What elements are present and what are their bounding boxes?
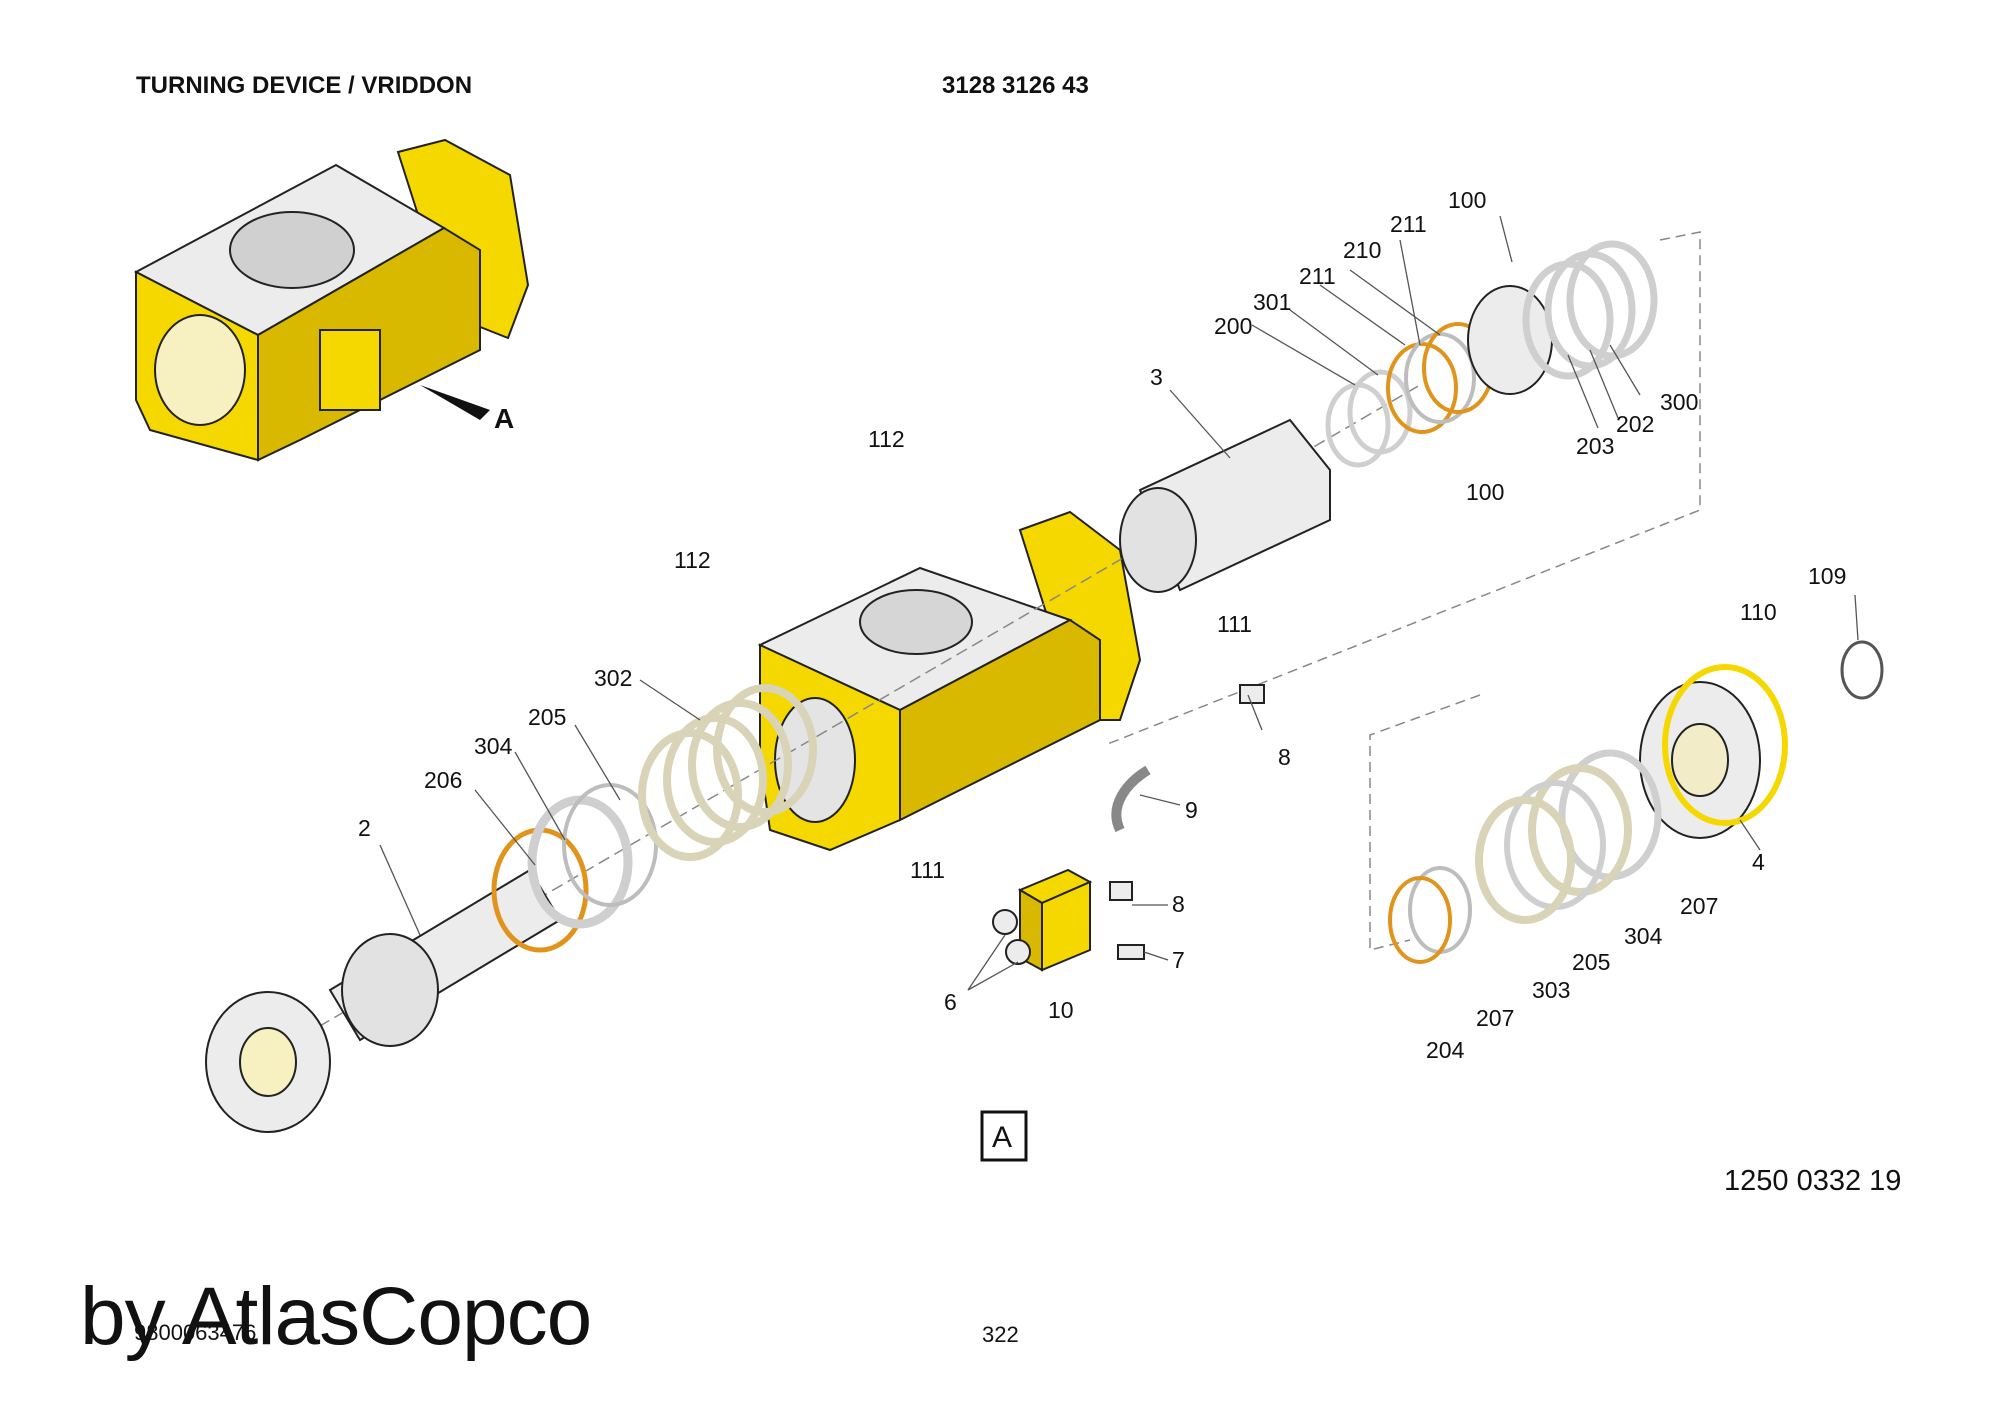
- drawing-reference: 1250 0332 19: [1724, 1165, 1902, 1197]
- callout-label: 206: [424, 767, 462, 793]
- callout-label: 110: [1740, 599, 1777, 625]
- ring-300: [1566, 240, 1658, 360]
- callout-label: 8: [1172, 891, 1185, 917]
- callout-label: 111: [910, 857, 945, 883]
- overview-assembly: A: [133, 138, 530, 462]
- ring-302: [688, 699, 792, 831]
- callout-label: 111: [1217, 611, 1252, 637]
- ring-211: [1386, 342, 1458, 434]
- housing-side-face: [899, 618, 1101, 822]
- callout-label: 10: [1048, 997, 1074, 1023]
- dashed-leader-right: [1369, 694, 1481, 951]
- callout-label: 211: [1299, 263, 1336, 289]
- callout-label: 303: [1532, 977, 1570, 1003]
- callout-label: 2: [358, 815, 371, 841]
- housing-top-bore: [859, 589, 973, 655]
- cover-4-rim: [1662, 664, 1788, 826]
- callout-label: 109: [1808, 563, 1846, 589]
- overview-valve-block: [319, 329, 381, 411]
- callout-label: 204: [1426, 1037, 1465, 1063]
- callout-label: 7: [1172, 947, 1185, 973]
- cover-4-bore: [1671, 723, 1729, 797]
- ring-301: [1347, 369, 1413, 455]
- callout-label: 100: [1466, 479, 1504, 505]
- fitting-6b: [1005, 939, 1031, 965]
- callout-label: 9: [1185, 797, 1198, 823]
- overview-pointer: [420, 385, 490, 420]
- callout-label: 205: [528, 704, 566, 730]
- callout-label: 300: [1660, 389, 1698, 415]
- callout-label: 8: [1278, 744, 1291, 770]
- valve-side: [1041, 880, 1091, 972]
- callout-label: 6: [944, 989, 957, 1015]
- leader-lines: [379, 215, 1859, 991]
- ring-302: [663, 714, 767, 846]
- rings-302: [638, 684, 817, 861]
- callout-label: 202: [1616, 411, 1654, 437]
- ring-210: [1404, 332, 1476, 424]
- bushing-upper: [1467, 285, 1553, 395]
- detail-marker: A: [992, 1121, 1012, 1154]
- pipe-9: [1111, 765, 1151, 833]
- watermark: by AtlasCopco: [80, 1271, 592, 1362]
- callout-label: 301: [1253, 289, 1291, 315]
- page-title: TURNING DEVICE / VRIDDON: [136, 72, 473, 99]
- callout-label: 304: [474, 733, 513, 759]
- part-number: 3128 3126 43: [942, 72, 1089, 99]
- page-number: 322: [982, 1322, 1019, 1347]
- callout-label: 207: [1680, 893, 1718, 919]
- callout-label: 210: [1343, 237, 1381, 263]
- elbow-8-upper: [1239, 684, 1265, 704]
- overview-marker: A: [494, 403, 514, 434]
- ring-303: [1475, 796, 1575, 924]
- callout-label: 4: [1752, 849, 1765, 875]
- callout-label: 200: [1214, 313, 1252, 339]
- valve-block-10: [1017, 868, 1093, 972]
- callout-label: 3: [1150, 364, 1163, 390]
- callout-label: 205: [1572, 949, 1610, 975]
- detail-marker-box: [980, 1110, 1028, 1162]
- callout-label: 100: [1448, 187, 1486, 213]
- dashed-leader-upper: [1104, 231, 1701, 746]
- document-number: 9800063476: [134, 1320, 257, 1345]
- overview-front-bore: [154, 314, 246, 426]
- ring-207-small: [1408, 866, 1472, 954]
- ring-204: [1388, 876, 1452, 964]
- elbow-8-lower: [1109, 881, 1133, 901]
- ring-302: [638, 729, 742, 861]
- shaft-flange-bore: [239, 1027, 297, 1097]
- ring-304-right: [1528, 764, 1632, 896]
- plug-7: [1117, 944, 1145, 960]
- callout-label: 207: [1476, 1005, 1514, 1031]
- callout-label: 203: [1576, 433, 1614, 459]
- overview-top-bore: [229, 211, 355, 289]
- sleeve-3-end: [1119, 487, 1197, 593]
- ring-109: [1840, 640, 1884, 700]
- ring-302: [713, 684, 817, 816]
- callout-label: 211: [1390, 211, 1427, 237]
- callout-label: 112: [868, 426, 905, 452]
- fitting-6a: [992, 909, 1018, 935]
- callout-label: 302: [594, 665, 632, 691]
- callout-label: 112: [674, 547, 711, 573]
- main-housing: [757, 510, 1142, 852]
- shaft-2: [205, 384, 1421, 1133]
- callout-label: 304: [1624, 923, 1663, 949]
- shaft-gear: [341, 933, 439, 1047]
